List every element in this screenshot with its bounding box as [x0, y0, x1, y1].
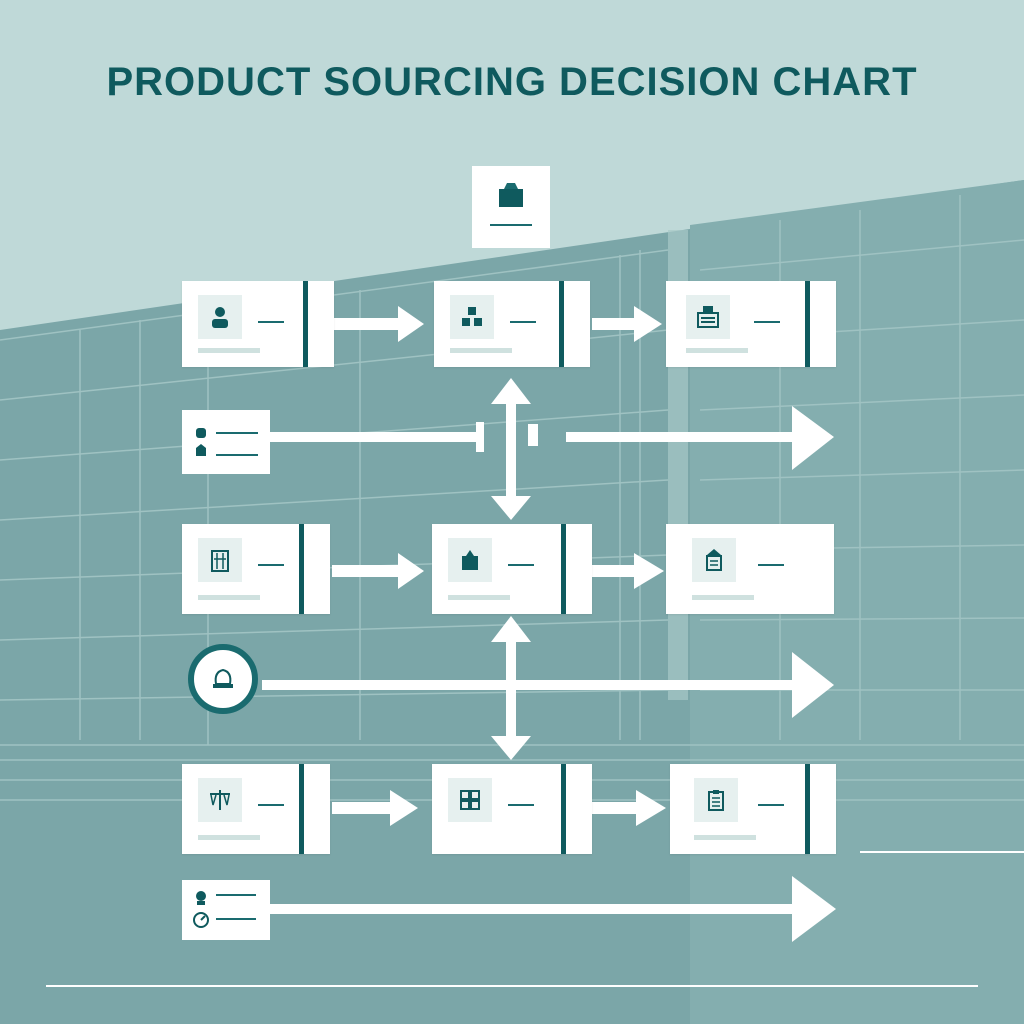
card-accent-stripe [805, 281, 810, 367]
card-label-line [508, 804, 534, 806]
card-label-line [508, 564, 534, 566]
document-icon [692, 538, 736, 582]
card-accent-stripe [299, 764, 304, 854]
branch-label-line [216, 894, 256, 896]
step-card-row2-col3[interactable] [666, 524, 834, 614]
card-progress-bar [686, 348, 748, 353]
person-icon [198, 295, 242, 339]
clipboard-icon [694, 778, 738, 822]
scale-icon [198, 778, 242, 822]
card-progress-bar [198, 835, 260, 840]
start-node[interactable] [472, 166, 550, 248]
card-accent-stripe [561, 524, 566, 614]
step-card-row1-col3[interactable] [666, 281, 836, 367]
step-card-row1-col2[interactable] [434, 281, 590, 367]
box-icon [499, 183, 523, 207]
card-label-line [258, 804, 284, 806]
card-progress-bar [198, 348, 260, 353]
branch-card-1[interactable] [182, 410, 270, 474]
card-label-line [258, 321, 284, 323]
card-accent-stripe [559, 281, 564, 367]
step-card-row2-col2[interactable] [432, 524, 592, 614]
branch-label-line [216, 918, 256, 920]
grid-icon [448, 778, 492, 822]
card-progress-bar [694, 835, 756, 840]
card-label-line [258, 564, 284, 566]
tag-icon [196, 428, 206, 456]
branch-card-2[interactable] [182, 880, 270, 940]
machine-icon [686, 295, 730, 339]
card-label-line [758, 564, 784, 566]
card-accent-stripe [561, 764, 566, 854]
person-clock-icon [193, 891, 209, 928]
step-card-row3-col2[interactable] [432, 764, 592, 854]
page-title: PRODUCT SOURCING DECISION CHART [106, 60, 918, 104]
card-progress-bar [692, 595, 754, 600]
building-icon [198, 538, 242, 582]
card-accent-stripe [805, 764, 810, 854]
card-label-line [758, 804, 784, 806]
decision-circle-node[interactable] [188, 644, 258, 714]
handshake-icon [213, 668, 233, 688]
branch-label-line [216, 432, 258, 434]
step-card-row3-col1[interactable] [182, 764, 330, 854]
step-card-row1-col1[interactable] [182, 281, 334, 367]
card-progress-bar [198, 595, 260, 600]
card-accent-stripe [299, 524, 304, 614]
package-icon [448, 538, 492, 582]
node-label-line [490, 224, 532, 226]
step-card-row3-col3[interactable] [670, 764, 836, 854]
card-label-line [754, 321, 780, 323]
card-label-line [510, 321, 536, 323]
step-card-row2-col1[interactable] [182, 524, 330, 614]
card-accent-stripe [303, 281, 308, 367]
card-progress-bar [448, 595, 510, 600]
branch-label-line [216, 454, 258, 456]
boxes-icon [450, 295, 494, 339]
card-progress-bar [450, 348, 512, 353]
